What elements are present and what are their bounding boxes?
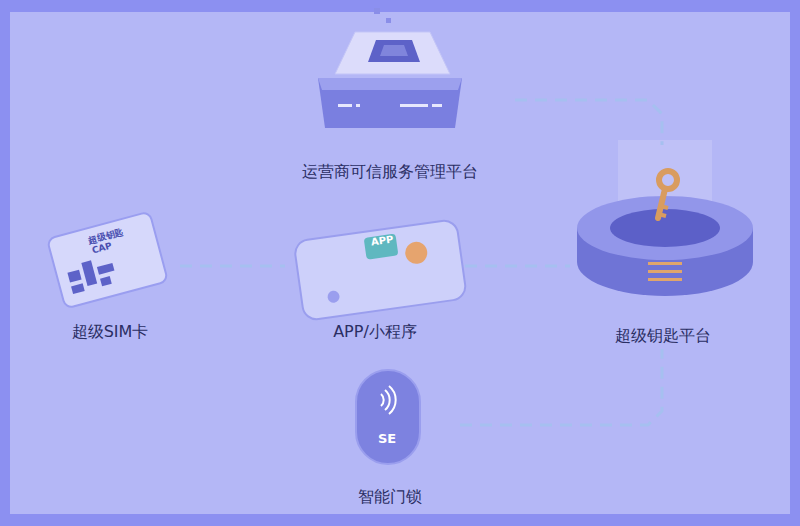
node-label: 超级SIM卡 — [72, 322, 149, 345]
icon-text: SE — [378, 432, 396, 445]
server-icon — [318, 8, 462, 128]
sim-card-icon — [47, 212, 168, 309]
key-platform-icon — [577, 140, 753, 296]
dashed-connector — [515, 100, 662, 145]
platform-node: 超级钥匙平台 — [570, 145, 755, 349]
node-label: APP/小程序 — [333, 322, 417, 345]
panel-ground — [10, 12, 790, 514]
node-label: 智能门锁 — [358, 487, 422, 510]
node-label: 运营商可信服务管理平台 — [302, 162, 478, 185]
dashed-connector — [180, 265, 285, 268]
node-label: 超级钥匙平台 — [615, 326, 711, 349]
phone-icon — [294, 219, 468, 321]
dashed-connector — [460, 349, 662, 425]
smart-lock-icon — [356, 370, 420, 464]
platform-node: 运营商可信服务管理平台 — [265, 20, 515, 185]
dashed-connector — [465, 265, 570, 268]
